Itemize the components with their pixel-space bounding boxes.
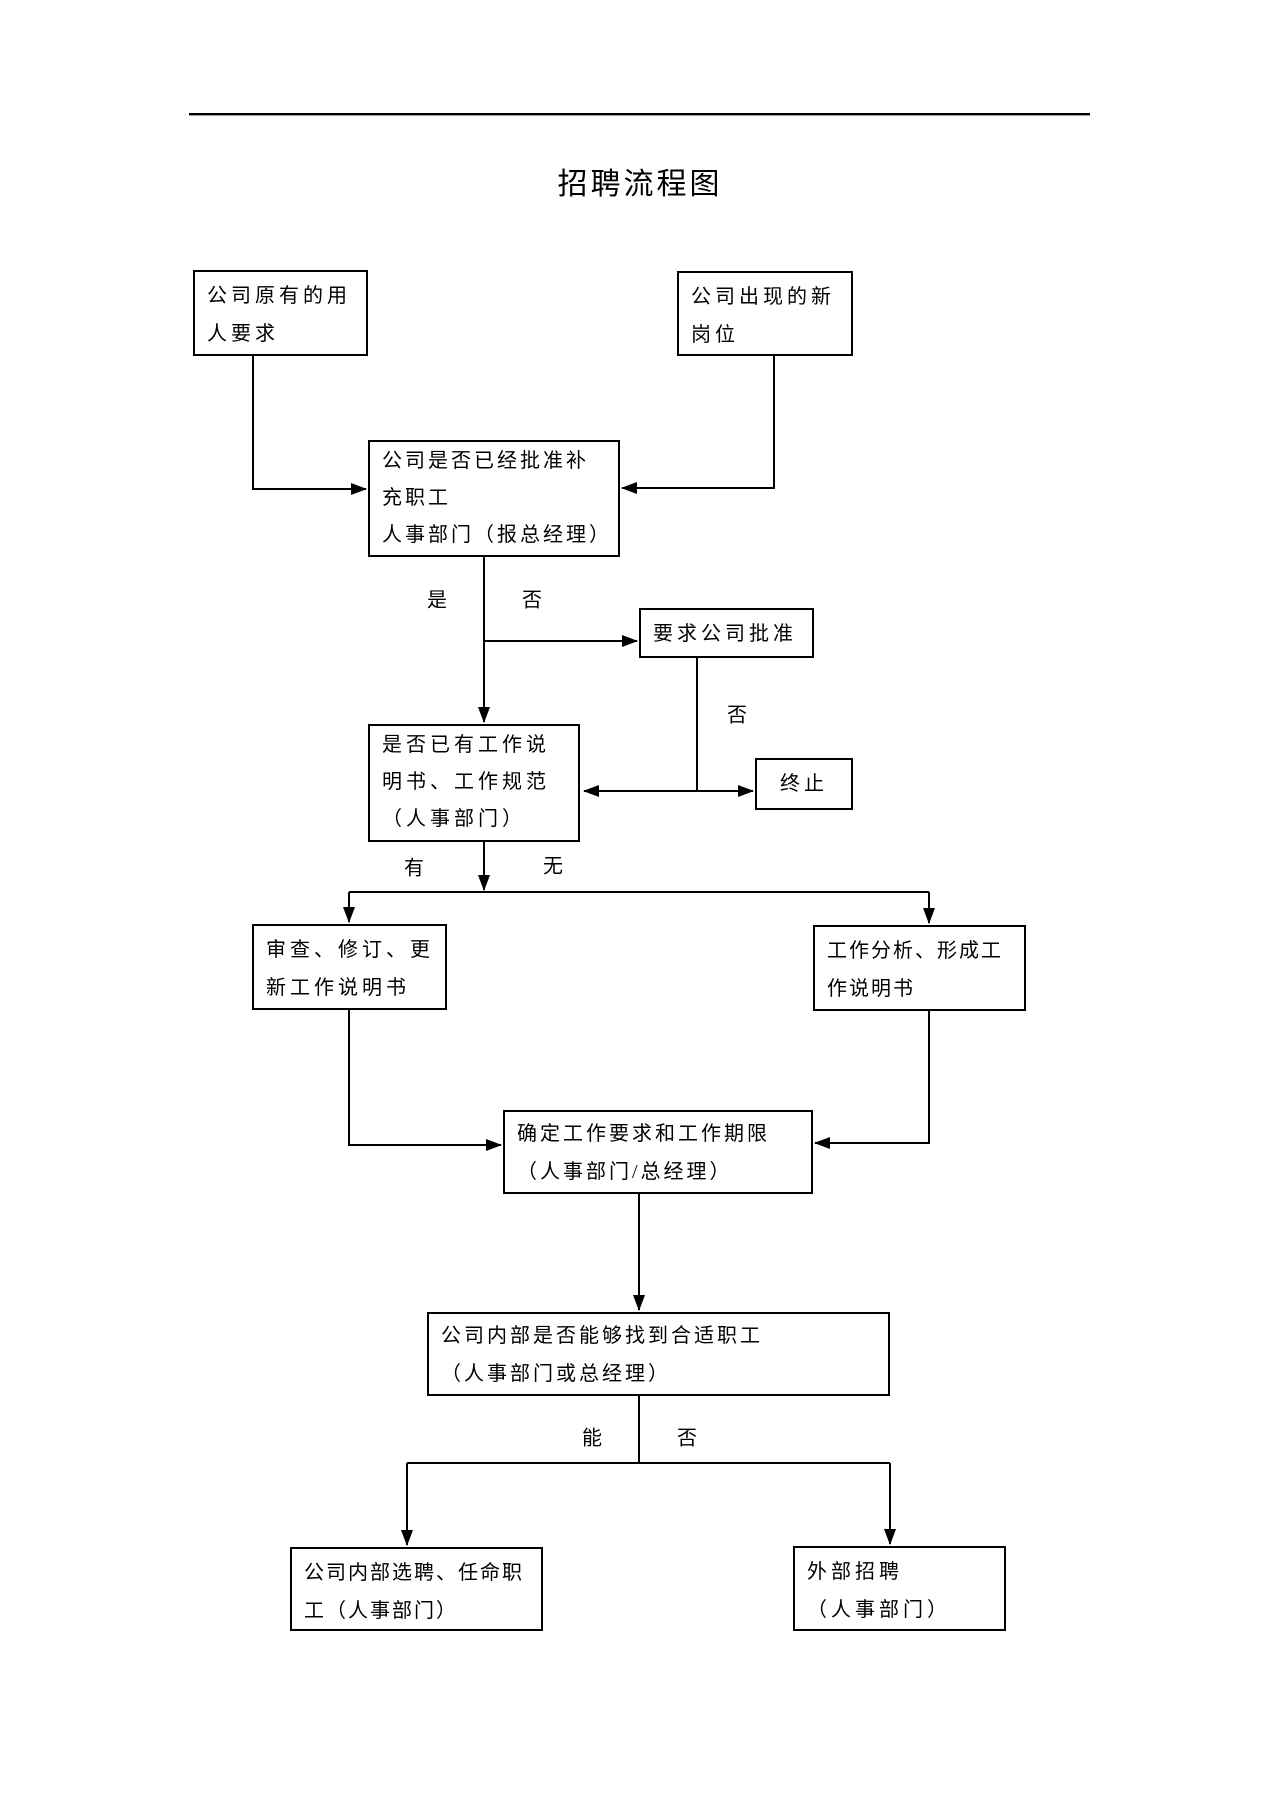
edge-label-have: 有 xyxy=(404,857,424,880)
node-text: 公司是否已经批准补 充职工 人事部门（报总经理） xyxy=(382,450,612,546)
node-text: 终止 xyxy=(780,773,828,795)
edge-label-yes: 是 xyxy=(427,589,447,612)
node-internal-hire: 公司内部选聘、任命职 工（人事部门） xyxy=(290,1547,543,1631)
node-external-recruitment: 外部招聘 （人事部门） xyxy=(793,1546,1006,1631)
connector-review-to-define xyxy=(348,1010,502,1151)
node-text: 外部招聘 （人事部门） xyxy=(807,1561,951,1621)
edge-label-can: 能 xyxy=(582,1427,602,1450)
node-define-requirements: 确定工作要求和工作期限 （人事部门/总经理） xyxy=(503,1110,813,1194)
node-text: 审查、修订、更 新工作说明书 xyxy=(266,939,434,999)
edge-label-no: 否 xyxy=(727,704,747,727)
node-text: 公司原有的用 人要求 xyxy=(207,285,351,345)
node-terminate: 终止 xyxy=(755,758,853,810)
node-text: 要求公司批准 xyxy=(653,623,797,645)
node-existing-staffing-need: 公司原有的用 人要求 xyxy=(193,270,368,356)
node-text: 公司出现的新 岗位 xyxy=(691,286,835,346)
connector-analysis-to-define xyxy=(814,1011,930,1149)
page-title: 招聘流程图 xyxy=(557,168,723,201)
node-text: 公司内部是否能够找到合适职工 （人事部门或总经理） xyxy=(441,1325,763,1385)
node-jobdescription-check: 是否已有工作说 明书、工作规范 （人事部门） xyxy=(368,724,580,842)
node-job-analysis: 工作分析、形成工 作说明书 xyxy=(813,925,1026,1011)
node-text: 工作分析、形成工 作说明书 xyxy=(827,940,1003,1000)
edge-label-no: 否 xyxy=(522,589,542,612)
node-new-position: 公司出现的新 岗位 xyxy=(677,271,853,356)
node-text: 确定工作要求和工作期限 （人事部门/总经理） xyxy=(517,1123,770,1183)
node-review-update-jobdescription: 审查、修订、更 新工作说明书 xyxy=(252,924,447,1010)
edge-label-no: 否 xyxy=(677,1427,697,1450)
node-text: 公司内部选聘、任命职 工（人事部门） xyxy=(304,1562,524,1622)
node-internal-candidate-check: 公司内部是否能够找到合适职工 （人事部门或总经理） xyxy=(427,1312,890,1396)
node-request-company-approval: 要求公司批准 xyxy=(639,608,814,658)
node-approval-check: 公司是否已经批准补 充职工 人事部门（报总经理） xyxy=(368,440,620,557)
edge-label-none: 无 xyxy=(543,855,563,878)
connector-existing-to-approved xyxy=(252,356,367,495)
node-text: 是否已有工作说 明书、工作规范 （人事部门） xyxy=(382,734,550,830)
connector-newpos-to-approved xyxy=(621,356,775,494)
header-rule xyxy=(189,113,1090,116)
